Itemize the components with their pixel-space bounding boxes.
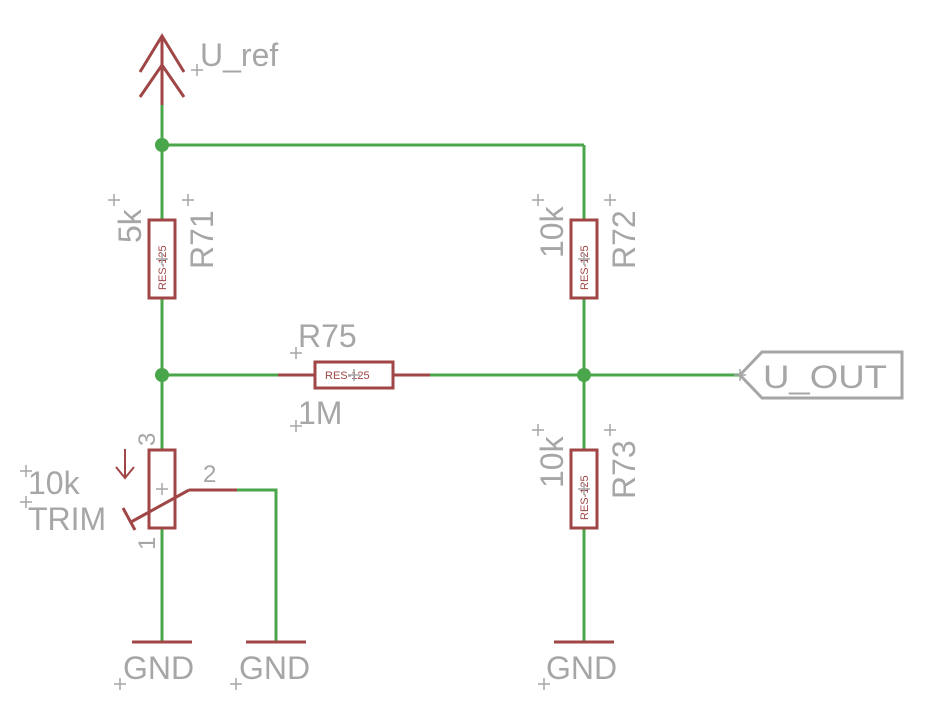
resistor-r73-value: 10k xyxy=(534,435,570,488)
resistor-r71-package: RES-125 xyxy=(157,245,169,290)
trimmer-pin2: 2 xyxy=(203,461,216,488)
resistor-r72-name: R72 xyxy=(606,210,642,269)
origin-cross-icon xyxy=(108,194,120,206)
output-port-label: U_OUT xyxy=(763,359,887,395)
ground-3-label: GND xyxy=(546,650,617,686)
origin-cross-icon xyxy=(156,483,168,495)
junction-top xyxy=(155,138,169,152)
ground-1-label: GND xyxy=(123,650,194,686)
origin-cross-icon xyxy=(532,424,544,436)
origin-cross-icon xyxy=(290,347,302,359)
origin-cross-icon xyxy=(20,465,32,477)
output-port-frame xyxy=(737,350,904,400)
resistor-r75-name: R75 xyxy=(298,318,357,354)
output-port: U_OUT xyxy=(734,350,904,400)
supply-label: U_ref xyxy=(200,37,278,73)
resistor-r71-value: 5k xyxy=(112,208,148,243)
trimmer-body xyxy=(147,448,177,530)
origin-cross-icon xyxy=(182,194,194,206)
ground-1: GND xyxy=(114,640,194,690)
wires xyxy=(160,70,740,642)
resistor-r73-body xyxy=(569,448,599,530)
ground-3: GND xyxy=(538,640,617,690)
origin-cross-icon xyxy=(290,420,302,432)
resistor-r71-name: R71 xyxy=(184,210,220,269)
supply-uref: U_ref xyxy=(138,33,278,105)
resistor-r71-body xyxy=(147,218,177,300)
ground-2-label: GND xyxy=(239,650,310,686)
origin-cross-icon xyxy=(532,194,544,206)
trimmer-arrow-icon xyxy=(115,466,135,480)
wire-trim-wiper xyxy=(237,488,278,642)
trimmer-pin1: 1 xyxy=(134,537,161,550)
resistor-origin-crosses xyxy=(156,253,590,495)
trimmer-wiper xyxy=(130,488,190,524)
trimmer-pin3: 3 xyxy=(134,433,161,446)
origin-cross-icon xyxy=(604,194,616,206)
resistor-r73: RES-125 10k R73 xyxy=(532,424,642,530)
origin-cross-icon xyxy=(734,369,746,381)
resistor-r73-name: R73 xyxy=(606,440,642,499)
resistor-r75-body xyxy=(313,360,395,390)
trimmer: 3 2 1 10k TRIM xyxy=(20,433,237,550)
junctions xyxy=(155,138,591,382)
resistor-r75-package: RES-125 xyxy=(325,370,370,382)
resistor-r72: RES-125 10k R72 xyxy=(532,194,642,300)
resistor-r73-package: RES-125 xyxy=(579,475,591,520)
resistor-r72-value: 10k xyxy=(534,205,570,258)
resistor-r72-package: RES-125 xyxy=(579,245,591,290)
trimmer-value: 10k xyxy=(28,465,81,501)
origin-cross-icon xyxy=(191,64,203,76)
resistor-r72-body xyxy=(569,218,599,300)
trimmer-name: TRIM xyxy=(28,501,106,537)
junction-left xyxy=(155,368,169,382)
origin-cross-icon xyxy=(604,424,616,436)
origin-cross-icon xyxy=(20,496,32,508)
resistor-r71: RES-125 5k R71 xyxy=(108,194,220,300)
ground-2: GND xyxy=(230,640,310,690)
origin-cross-icon xyxy=(114,678,126,690)
origin-cross-icon xyxy=(538,678,550,690)
resistor-r75: RES-125 R75 1M xyxy=(278,318,430,432)
junction-right xyxy=(577,368,591,382)
trimmer-wiper-end xyxy=(121,507,137,531)
resistor-r75-value: 1M xyxy=(298,395,342,431)
origin-cross-icon xyxy=(230,678,242,690)
